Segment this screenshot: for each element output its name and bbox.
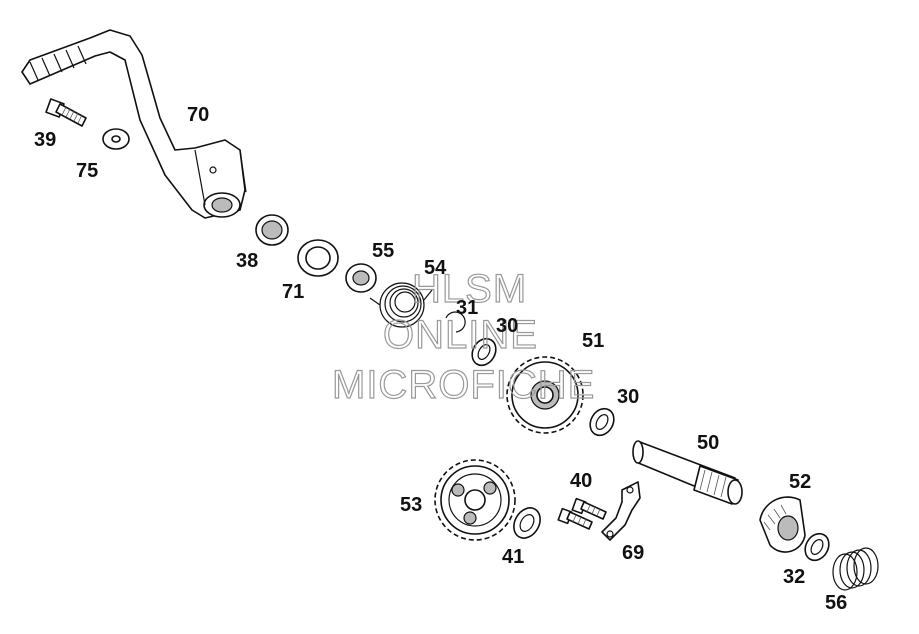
label-55: 55 <box>372 240 394 262</box>
label-38: 38 <box>236 250 258 272</box>
label-52: 52 <box>789 471 811 493</box>
seal-71 <box>297 239 339 277</box>
part-labels: 70 39 75 38 71 55 54 31 30 51 30 50 52 4… <box>34 104 847 614</box>
label-30a: 30 <box>496 315 518 337</box>
washer-30b <box>589 407 615 437</box>
spring-54 <box>369 282 433 328</box>
bush-55 <box>345 263 377 293</box>
label-70: 70 <box>187 104 209 126</box>
gear-53 <box>434 459 516 541</box>
bolt-39 <box>45 98 87 127</box>
label-40: 40 <box>570 470 592 492</box>
ratchet-52 <box>759 496 806 553</box>
label-53: 53 <box>400 494 422 516</box>
label-39: 39 <box>34 129 56 151</box>
label-41: 41 <box>502 546 524 568</box>
label-75: 75 <box>76 160 98 182</box>
bolts-40 <box>557 497 607 530</box>
label-56: 56 <box>825 592 847 614</box>
washer-32 <box>804 532 830 562</box>
watermark-line1: HLSM <box>412 267 527 311</box>
washer-41 <box>513 507 541 539</box>
guide-plate-69 <box>601 481 641 541</box>
watermark: HLSM ONLINE MICROFICHE <box>331 266 595 407</box>
label-50: 50 <box>697 432 719 454</box>
label-69: 69 <box>622 542 644 564</box>
washer-30a <box>471 337 497 367</box>
kick-lever <box>21 29 247 219</box>
gear-51 <box>506 356 584 434</box>
label-30b: 30 <box>617 386 639 408</box>
label-32: 32 <box>783 566 805 588</box>
watermark-line3: MICROFICHE <box>332 363 595 407</box>
watermark-line2: ONLINE <box>383 313 538 357</box>
label-51: 51 <box>582 330 604 352</box>
spring-56 <box>832 547 879 591</box>
shaft-50 <box>632 440 743 505</box>
label-71: 71 <box>282 281 304 303</box>
washer-75 <box>102 128 130 150</box>
label-31: 31 <box>456 297 478 319</box>
circlip-31 <box>445 311 466 333</box>
label-54: 54 <box>424 257 447 279</box>
bearing-38 <box>255 214 289 246</box>
